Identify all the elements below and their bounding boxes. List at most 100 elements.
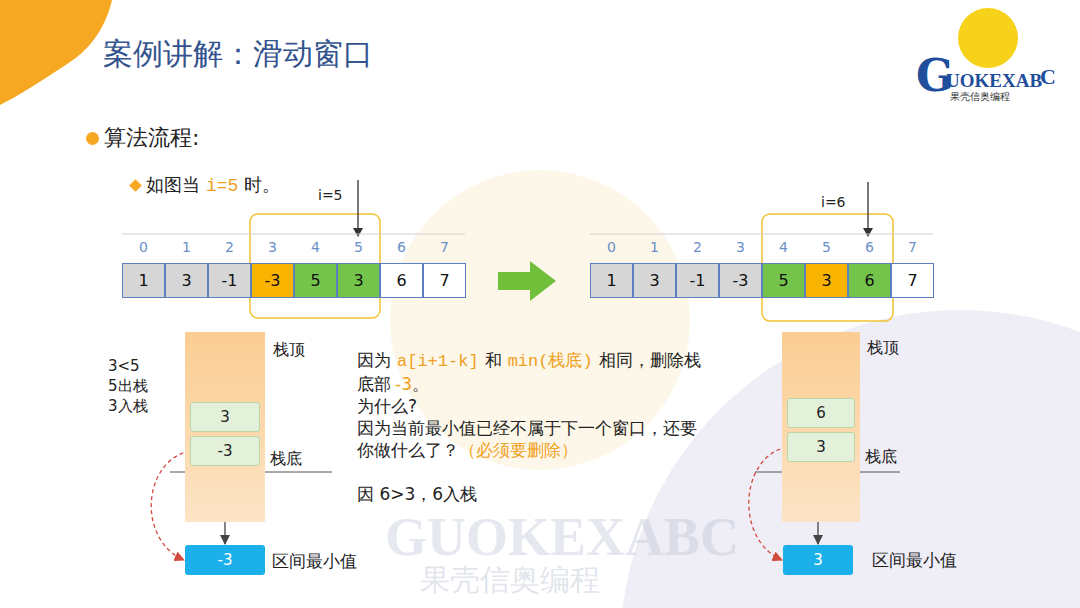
- node-text: 7: [907, 271, 917, 290]
- node-text: 1: [138, 271, 148, 290]
- label: 因为: [357, 350, 391, 370]
- array-cell: 5: [762, 263, 805, 298]
- label: 4: [305, 239, 326, 256]
- logo-text: UOKEXAB: [946, 70, 1042, 93]
- explanation-line: 因为a[i+1-k]和min(栈底)相同，删除栈底部-3。: [357, 349, 702, 395]
- label: -3: [395, 374, 412, 394]
- stack-label: 栈底: [270, 449, 302, 470]
- node-text: -1: [690, 271, 706, 290]
- label: 5出栈: [108, 377, 148, 395]
- label: i=5: [318, 187, 343, 204]
- label: 0: [133, 239, 154, 256]
- array-cell: -3: [251, 263, 294, 298]
- array-cell: 7: [891, 263, 934, 298]
- stack-label: 栈底: [865, 447, 897, 468]
- label: 时。: [244, 174, 280, 195]
- stack-box: 栈顶栈底63: [782, 332, 860, 522]
- label: 4: [773, 239, 794, 256]
- array-cell: 3: [633, 263, 676, 298]
- node-text: 3: [813, 551, 823, 569]
- stack-cell: 6: [787, 398, 855, 428]
- array-cell: 1: [122, 263, 165, 298]
- node-text: -3: [733, 271, 749, 290]
- explanation-line: 因为当前最小值已经不属于下一个窗口，还要你做什么了？（必须要删除）: [357, 417, 702, 461]
- label: 算法流程:: [104, 125, 199, 151]
- label: 区间最小值: [272, 551, 357, 571]
- node-text: 1: [606, 271, 616, 290]
- stack-cell: 3: [787, 432, 855, 462]
- arrow-connector: [224, 522, 225, 544]
- label: 3入栈: [108, 397, 148, 415]
- explanation-line: 为什么?: [357, 395, 702, 417]
- label: 6: [859, 239, 880, 256]
- array-cell: 3: [165, 263, 208, 298]
- label: 因 6>3，6入栈: [357, 484, 477, 504]
- label: 0: [601, 239, 622, 256]
- stack-cell: 3: [190, 402, 260, 432]
- node-text: 6: [816, 404, 826, 422]
- array-cell: -1: [208, 263, 251, 298]
- array-cell: 5: [294, 263, 337, 298]
- bullet-dot: [86, 132, 99, 145]
- array-cell: -1: [676, 263, 719, 298]
- stack-label: 栈顶: [867, 338, 899, 359]
- label: 区间最小值: [872, 550, 957, 570]
- array-cell: 7: [423, 263, 466, 298]
- label: 2: [687, 239, 708, 256]
- label: （必须要删除）: [459, 440, 578, 460]
- label: 和: [485, 350, 502, 370]
- watermark: 果壳信奥编程: [420, 562, 600, 598]
- label: a[i+1-k]: [397, 352, 479, 371]
- node-text: 3: [821, 271, 831, 290]
- label: 3: [262, 239, 283, 256]
- label: 5: [348, 239, 369, 256]
- label: i=6: [821, 194, 846, 211]
- min-value-box: -3: [185, 545, 265, 575]
- logo-text: C: [1040, 64, 1056, 90]
- node-text: 3: [181, 271, 191, 290]
- label: 7: [434, 239, 455, 256]
- node-text: 3: [220, 408, 230, 426]
- array-cell: 6: [848, 263, 891, 298]
- label: 7: [902, 239, 923, 256]
- node-text: -3: [265, 271, 281, 290]
- stack-cell: -3: [190, 436, 260, 466]
- node-text: 6: [864, 271, 874, 290]
- node-text: 6: [396, 271, 406, 290]
- label: 。: [412, 374, 429, 394]
- node-text: 5: [778, 271, 788, 290]
- logo-text: 果壳信奥编程: [950, 91, 1010, 103]
- node-text: -3: [218, 551, 233, 569]
- explanation-line: 因 6>3，6入栈: [357, 483, 702, 505]
- node-text: 3: [649, 271, 659, 290]
- label: 3: [730, 239, 751, 256]
- node-text: 5: [310, 271, 320, 290]
- node-text: 3: [353, 271, 363, 290]
- label: 1: [176, 239, 197, 256]
- node-text: -1: [222, 271, 238, 290]
- label: 1: [644, 239, 665, 256]
- bullet-diamond: [129, 179, 142, 192]
- array-cell: 1: [590, 263, 633, 298]
- slide-title: 案例讲解：滑动窗口: [103, 36, 373, 72]
- node-text: -3: [218, 442, 233, 460]
- label: 5: [816, 239, 837, 256]
- stack-label: 栈顶: [273, 340, 305, 361]
- label: min(栈底): [508, 352, 593, 371]
- array-cell: 6: [380, 263, 423, 298]
- node-text: 7: [439, 271, 449, 290]
- explanation: 因为a[i+1-k]和min(栈底)相同，删除栈底部-3。为什么?因为当前最小值…: [357, 349, 702, 505]
- label: 2: [219, 239, 240, 256]
- label: i=5: [206, 176, 238, 196]
- node-text: 3: [816, 438, 826, 456]
- watermark: GUOKEXABC: [385, 505, 739, 570]
- label: 3<5: [108, 357, 140, 375]
- arrow-connector: [817, 522, 818, 544]
- stack-box: 栈顶栈底3-3: [185, 332, 265, 522]
- array-cell: -3: [719, 263, 762, 298]
- label: 6: [391, 239, 412, 256]
- min-value-box: 3: [783, 545, 853, 575]
- label: 如图当: [146, 174, 200, 195]
- text-line: 如图当 i=5 时。: [146, 174, 286, 197]
